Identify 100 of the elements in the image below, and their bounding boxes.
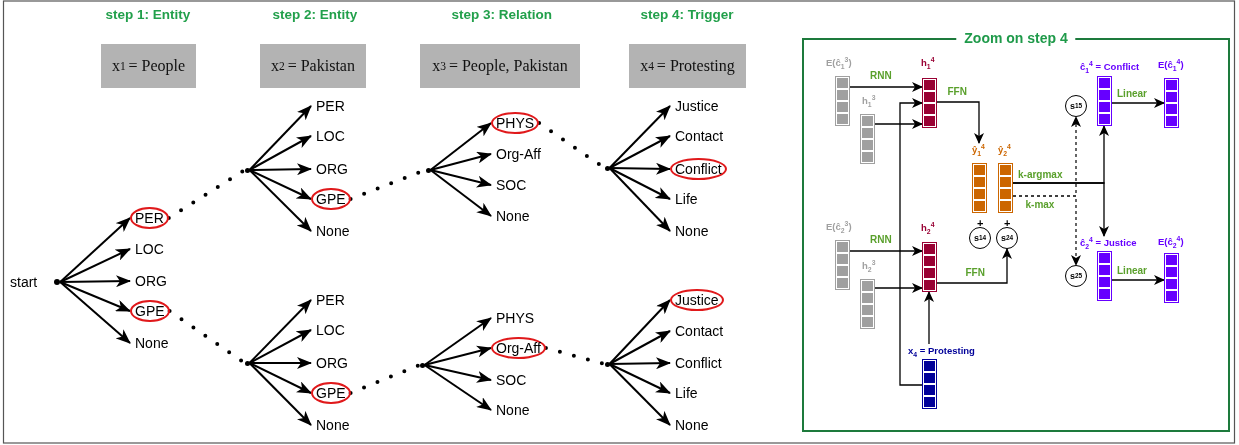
plus-sign: + xyxy=(977,218,984,228)
option-label: Life xyxy=(670,382,703,404)
flow-arrow xyxy=(1012,182,1109,237)
dotted-connector xyxy=(166,168,247,220)
branch-arrow xyxy=(248,135,312,171)
selected-option: Conflict xyxy=(670,158,727,180)
branch-arrow xyxy=(59,281,131,312)
vector-label: E(ĉ$_{1}$$^{3}$) xyxy=(826,56,852,69)
selected-option: Justice xyxy=(670,289,724,311)
vector-label: E(ĉ$_{2}$$^{4}$) xyxy=(1158,235,1184,248)
option-label: Contact xyxy=(670,320,729,342)
option-label: None xyxy=(311,414,355,436)
dotted-connector xyxy=(543,346,607,366)
flow-arrow xyxy=(1111,275,1165,285)
option-label: LOC xyxy=(130,238,169,260)
branch-arrow xyxy=(248,362,312,426)
branch-arrow xyxy=(423,345,492,366)
branch-point xyxy=(244,167,250,173)
option-label: PER xyxy=(311,289,350,311)
option-label: Contact xyxy=(670,125,729,147)
option-label: None xyxy=(491,399,535,421)
branch-arrow xyxy=(608,363,671,394)
option-label: Justice xyxy=(670,95,724,117)
step-heading: step 2: Entity xyxy=(272,7,358,23)
branch-arrow xyxy=(608,330,671,365)
option-label: ORG xyxy=(130,270,172,292)
vector-label: E(ĉ$_{2}$$^{3}$) xyxy=(826,220,852,233)
selected-option: GPE xyxy=(311,382,351,404)
vector-label: ĉ$_{1}$$^{4}$ = Conflict xyxy=(1080,60,1140,73)
edge-label: Linear xyxy=(1116,88,1148,100)
branch-arrow xyxy=(608,167,671,232)
flow-arrow xyxy=(849,82,923,92)
branch-arrow xyxy=(429,122,492,171)
flow-arrow xyxy=(849,246,923,256)
branch-arrow xyxy=(59,217,131,283)
option-label: LOC xyxy=(311,319,350,341)
panel-title: Zoom on step 4 xyxy=(956,30,1076,47)
branch-point xyxy=(604,361,610,367)
option-label: Org-Aff xyxy=(491,143,546,165)
flow-arrow xyxy=(936,101,984,144)
option-label: Life xyxy=(670,188,703,210)
branch-point xyxy=(244,360,250,366)
option-label: SOC xyxy=(491,369,532,391)
vector-label: E(ĉ$_{1}$$^{4}$) xyxy=(1158,58,1184,71)
step-heading: step 4: Trigger xyxy=(640,7,734,23)
branch-arrow xyxy=(608,135,671,169)
branch-arrow xyxy=(248,299,312,364)
flow-arrow xyxy=(899,98,923,386)
branch-arrow xyxy=(429,169,492,188)
branch-arrow xyxy=(608,363,671,426)
option-label: None xyxy=(311,220,355,242)
branch-point xyxy=(425,167,431,173)
step-heading: step 1: Entity xyxy=(105,7,191,23)
branch-arrow xyxy=(608,299,671,365)
start-label: start xyxy=(10,274,38,290)
flow-arrow xyxy=(1012,195,1081,266)
option-label: LOC xyxy=(311,125,350,147)
edge-label: k-max xyxy=(1024,199,1056,211)
edge-label: RNN xyxy=(869,70,893,82)
option-label: PER xyxy=(311,95,350,117)
step-heading: step 3: Relation xyxy=(451,7,553,23)
flow-arrow xyxy=(1111,98,1165,108)
flow-arrow xyxy=(874,119,923,129)
selected-option: PHYS xyxy=(491,112,540,134)
branch-point xyxy=(604,165,610,171)
option-label: None xyxy=(491,205,535,227)
edge-label: RNN xyxy=(869,234,893,246)
vector-label: x$_{4}$ = Protesting xyxy=(908,344,975,357)
zoom-panel xyxy=(802,30,1230,432)
branch-arrow xyxy=(248,105,312,171)
branch-arrow xyxy=(429,169,492,217)
option-label: SOC xyxy=(491,174,532,196)
branch-arrow xyxy=(423,364,492,383)
edge-label: Linear xyxy=(1116,265,1148,277)
flow-arrow xyxy=(936,248,1012,284)
option-label: PHYS xyxy=(491,307,540,329)
dotted-connector xyxy=(348,363,422,395)
branch-arrow xyxy=(423,364,492,411)
selected-option: GPE xyxy=(311,188,351,210)
edge-label: FFN xyxy=(946,86,968,98)
plus-sign: + xyxy=(1004,218,1011,228)
selected-option: PER xyxy=(130,207,169,229)
branch-point xyxy=(419,362,425,368)
option-label: None xyxy=(670,414,714,436)
branch-arrow xyxy=(248,329,312,364)
edge-label: k-argmax xyxy=(1017,169,1064,181)
flow-arrow xyxy=(874,283,923,293)
selected-option: Org-Aff xyxy=(491,337,546,359)
option-label: ORG xyxy=(311,352,353,374)
branch-arrow xyxy=(608,105,671,169)
branch-arrow xyxy=(423,317,492,366)
flow-arrow xyxy=(924,291,934,345)
branch-arrow xyxy=(59,248,131,283)
option-label: None xyxy=(130,332,174,354)
edge-label: FFN xyxy=(964,267,986,279)
branch-arrow xyxy=(59,281,131,344)
branch-arrow xyxy=(429,151,492,171)
branch-arrow xyxy=(248,169,312,232)
vector-label: ĉ$_{2}$$^{4}$ = Justice xyxy=(1080,236,1137,249)
option-label: None xyxy=(670,220,714,242)
